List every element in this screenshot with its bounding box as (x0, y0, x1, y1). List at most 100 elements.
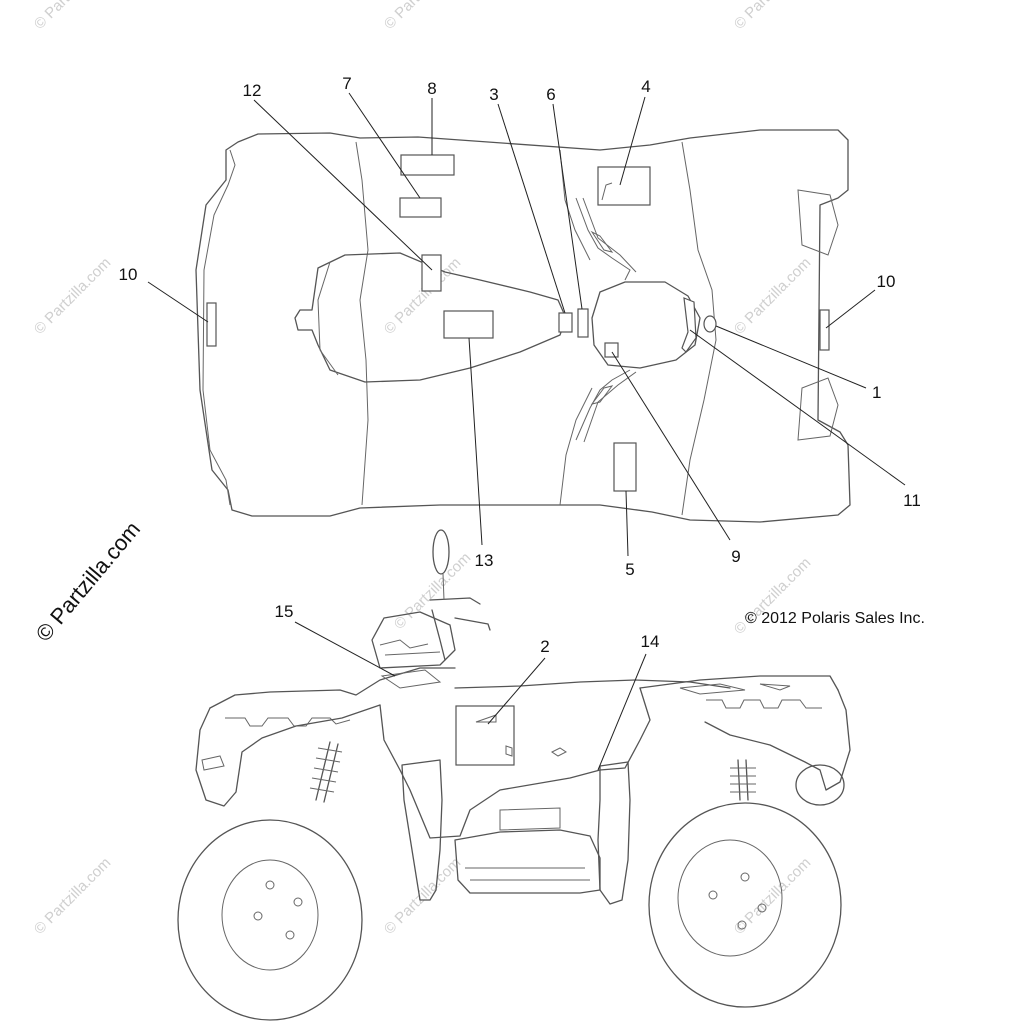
callout-3: 3 (489, 85, 498, 104)
rear-rack-divider (355, 141, 369, 506)
front-shock (737, 759, 749, 801)
atv-side-view (177, 529, 851, 1021)
leader-11 (689, 329, 906, 486)
seat-profile (454, 679, 731, 689)
callout-7: 7 (342, 74, 351, 93)
callout-13: 13 (475, 551, 494, 570)
front-rack-line (681, 141, 717, 516)
decal-5[interactable] (613, 442, 637, 492)
leader-7 (348, 92, 421, 199)
callout-10-rear: 10 (119, 265, 138, 284)
decal-8[interactable] (400, 154, 455, 176)
front-tire (648, 802, 842, 1008)
body-side-panel (379, 687, 651, 839)
rear-lug (265, 880, 275, 890)
rear-rack-line (202, 149, 236, 506)
watermark: © Partzilla.com (731, 854, 814, 937)
front-fender (704, 689, 851, 791)
engine-block (499, 807, 561, 831)
front-lug (740, 872, 750, 882)
footwell-right (559, 387, 593, 506)
front-rack-slots (706, 699, 822, 709)
atv-top-view (195, 129, 851, 523)
decal-12[interactable] (421, 254, 442, 292)
left-handlebar (575, 197, 637, 281)
leader-3 (497, 103, 566, 314)
engine-cover (795, 764, 845, 806)
decal-6[interactable] (577, 308, 589, 338)
rear-tire (177, 819, 363, 1021)
callout-labels: 1 2 3 4 5 6 7 8 9 10 10 11 12 13 14 15 (119, 74, 921, 656)
decal-10-rear[interactable] (206, 302, 217, 347)
decal-4[interactable] (597, 166, 651, 206)
decal-10-front[interactable] (819, 309, 830, 351)
callout-5: 5 (625, 560, 634, 579)
callout-8: 8 (427, 79, 436, 98)
rear-taillight (201, 755, 225, 771)
callout-9: 9 (731, 547, 740, 566)
decal-7[interactable] (399, 197, 442, 218)
front-lug (737, 920, 747, 930)
right-grip (590, 385, 614, 405)
decal-3[interactable] (558, 312, 573, 333)
leader-10-front (825, 289, 876, 329)
watermark: © Partzilla.com (31, 254, 114, 337)
front-rim (677, 839, 783, 957)
rear-shock (315, 741, 339, 803)
watermark-layer: © Partzilla.com © Partzilla.com © Partzi… (31, 0, 814, 938)
front-rack-profile (639, 675, 839, 691)
callout-12: 12 (243, 81, 262, 100)
shift-lever (601, 182, 613, 201)
leader-12 (253, 99, 433, 271)
leader-1 (715, 325, 867, 389)
leader-9 (611, 351, 731, 541)
left-grip (590, 230, 614, 253)
brand-mark: © Partzilla.com (31, 517, 145, 647)
decal-15[interactable] (380, 669, 442, 689)
decal-13[interactable] (443, 310, 494, 339)
decal-9[interactable] (604, 342, 619, 358)
watermark: © Partzilla.com (381, 854, 464, 937)
steering-column (431, 609, 446, 661)
rear-rack-slots (225, 717, 351, 727)
front-shock-spring (730, 767, 756, 793)
rear-lug (285, 930, 295, 940)
decal-14[interactable] (551, 747, 567, 757)
handlebar-side (429, 597, 491, 631)
rear-fender (195, 704, 381, 807)
decal-1[interactable] (703, 315, 717, 333)
watermark: © Partzilla.com (381, 0, 464, 33)
leader-4 (619, 96, 646, 186)
decal-2[interactable] (455, 705, 515, 766)
leader-2 (487, 657, 546, 725)
rear-lug (293, 897, 303, 907)
callout-2: 2 (540, 637, 549, 656)
callout-14: 14 (641, 632, 660, 651)
callout-15: 15 (275, 602, 294, 621)
front-lug (757, 903, 767, 913)
fuel-tank-outline (591, 281, 701, 369)
rear-shock-spring (309, 747, 343, 793)
rear-rim (221, 859, 319, 971)
footwell (454, 829, 601, 894)
leader-10-rear (147, 281, 209, 323)
mirror-stem (442, 573, 445, 601)
front-fender-post (597, 761, 631, 905)
callout-1: 1 (872, 383, 881, 402)
leader-6 (552, 103, 583, 310)
front-rack-hatch (679, 683, 791, 695)
callout-11: 11 (903, 491, 921, 510)
leader-13 (468, 337, 483, 546)
copyright-notice: © 2012 Polaris Sales Inc. (745, 610, 925, 627)
top-view-outline (195, 129, 851, 523)
rear-wheel (177, 819, 363, 1021)
footwell-left (559, 149, 591, 261)
seat-outline (294, 252, 567, 383)
watermark: © Partzilla.com (731, 0, 814, 33)
callout-10-front: 10 (877, 272, 896, 291)
headlight-pod (371, 611, 456, 669)
rear-lug (253, 911, 263, 921)
decal-2-tab (475, 714, 513, 757)
decal-11[interactable] (681, 297, 697, 353)
